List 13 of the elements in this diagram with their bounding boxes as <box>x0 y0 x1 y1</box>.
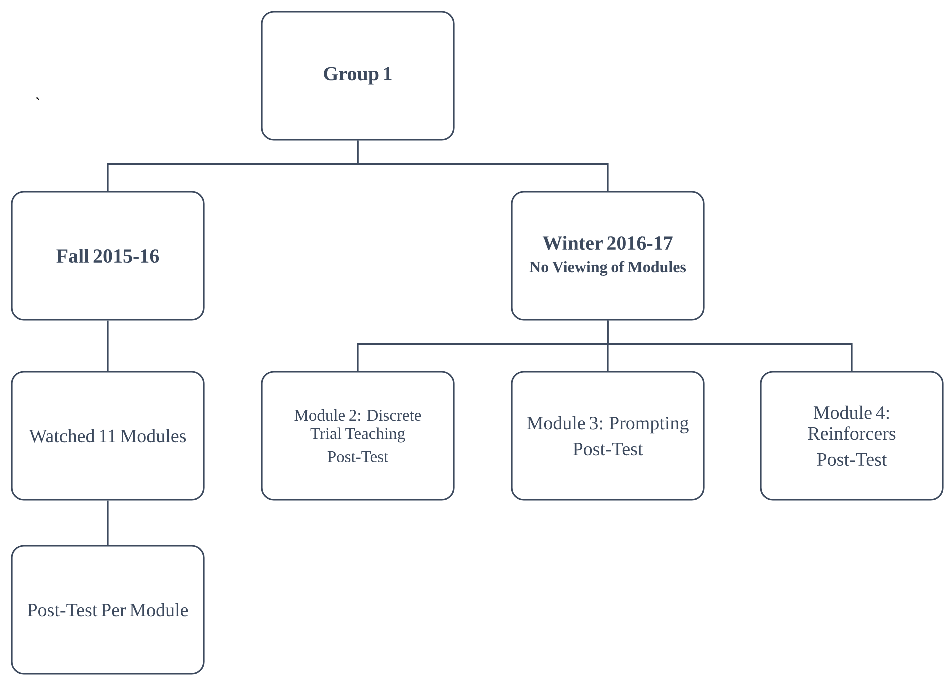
connector-line <box>107 320 109 372</box>
connector-line <box>357 140 609 192</box>
process-box: Post-Test Per Module <box>11 545 205 675</box>
process-box: Watched 11 Modules <box>11 371 205 501</box>
process-box: Group 1 <box>261 11 455 141</box>
connector-line <box>607 320 853 372</box>
process-box: Module 2: Discrete Trial Teaching Post-Test <box>261 371 455 501</box>
stray-mark: ` <box>36 98 40 100</box>
process-box: Module 4: Reinforcers Post-Test <box>760 371 944 501</box>
process-box: Fall 2015-16 <box>11 191 205 321</box>
process-box: Winter 2016-17 No Viewing of Modules <box>511 191 705 321</box>
connector-line <box>107 500 109 546</box>
process-box: Module 3: Prompting Post-Test <box>511 371 705 501</box>
